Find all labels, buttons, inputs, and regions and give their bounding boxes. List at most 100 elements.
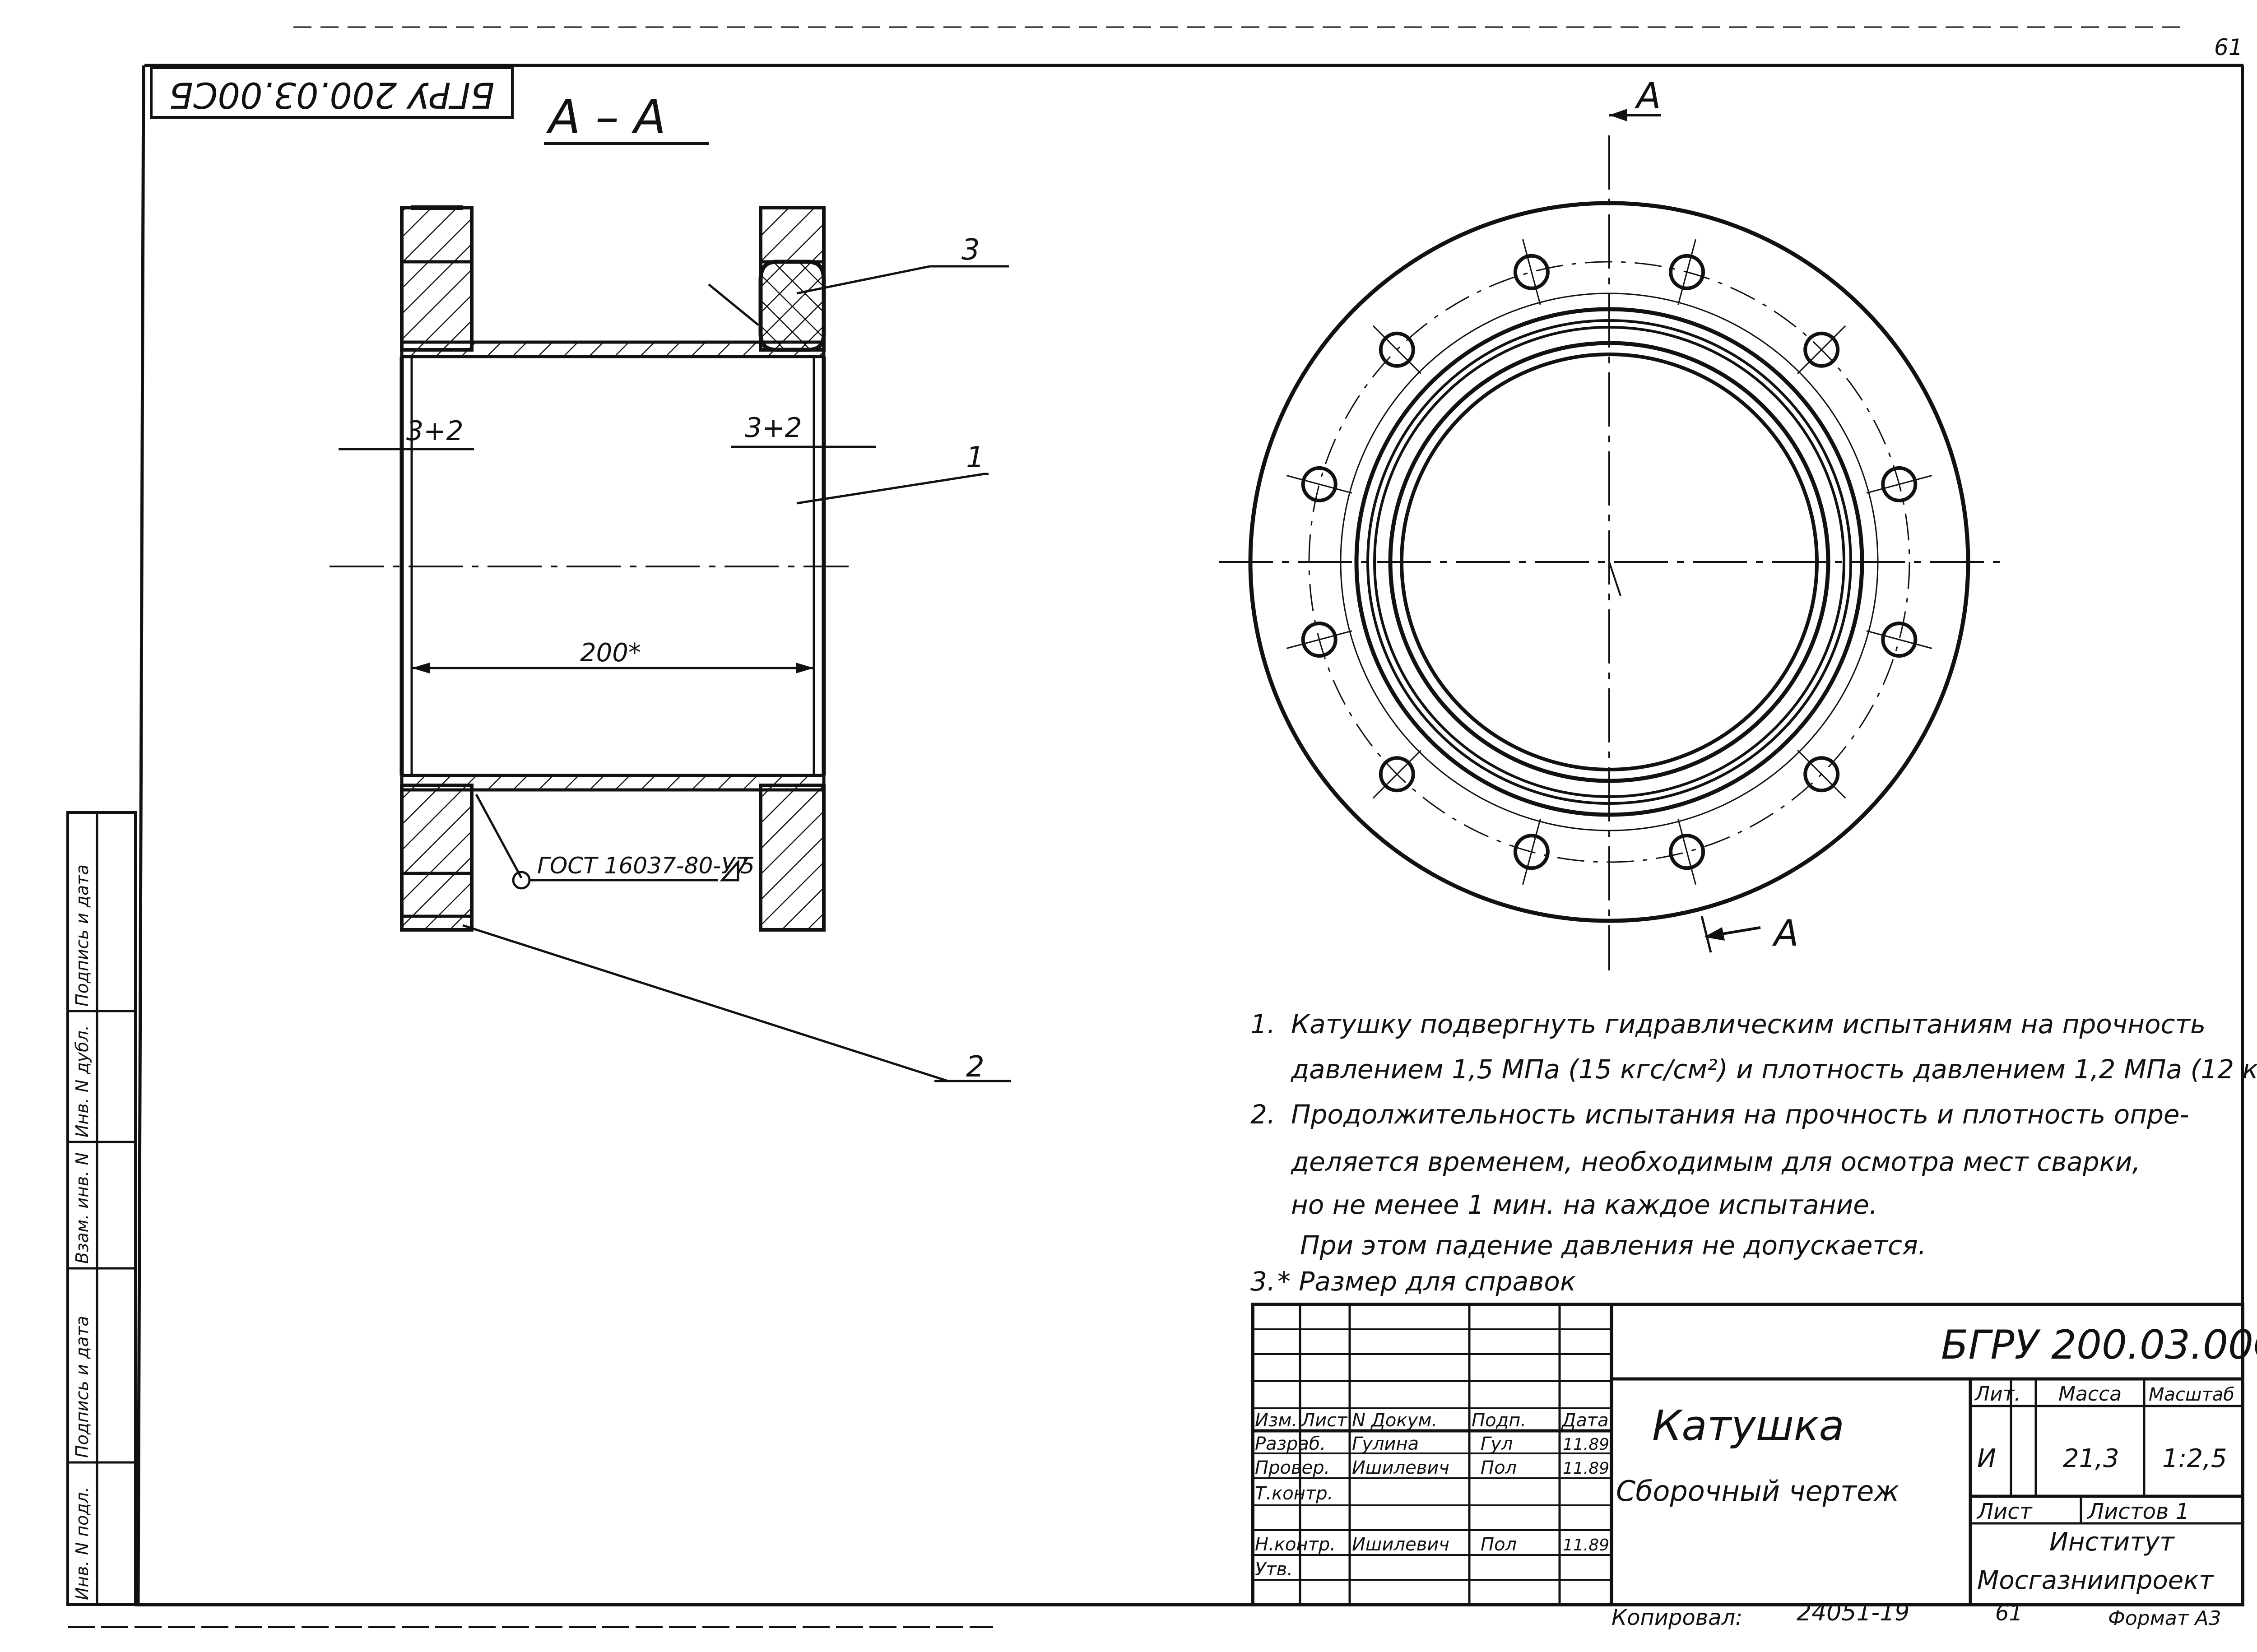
rotated-code-box: БГРУ 200.03.00СБ [150,66,514,119]
title-block [1251,1303,2244,1606]
role-3-name: Ишилевич [1352,1534,1449,1555]
note-2-line-1: Продолжительность испытания на прочность… [1291,1099,2189,1130]
note-1-line-1: Катушку подвергнуть гидравлическим испыт… [1291,1009,2206,1039]
header-ndoc: N Докум. [1352,1410,1437,1431]
header-podp: Подп. [1472,1410,1526,1431]
bolt-hole-centerline [1286,630,1352,649]
front-view [1219,109,2000,970]
flange-top-left [400,206,474,352]
role-4: Утв. [1255,1559,1293,1580]
gap-dimension-right: 3+2 [745,412,802,444]
role-1-date: 11.89 [1563,1459,1609,1478]
role-1: Провер. [1255,1457,1330,1478]
mass-label: Масса [2058,1383,2122,1406]
gap-dimension-left: 3+2 [406,415,464,447]
weld-leg: 5 [740,853,755,879]
note-2-line-3: но не менее 1 мин. на каждое испытание. [1291,1189,1878,1220]
bolt-hole [1803,331,1840,368]
role-0-sign: Гул [1481,1434,1513,1454]
header-list: Лист [1300,1410,1348,1431]
bolt-hole [1803,756,1840,793]
section-marker-bottom: А [1772,912,1799,954]
pipe-wall-bottom [400,774,826,792]
length-dimension: 200* [580,638,641,668]
role-3: Н.контр. [1255,1534,1336,1555]
callout-1: 1 [966,441,985,474]
bolt-hole [1881,622,1918,658]
header-date: Дата [1561,1410,1609,1431]
side-stamp-inv-podl: Инв. N подл. [72,1487,92,1600]
copied-by: Копировал: [1611,1605,1742,1630]
bolt-hole-centerline [1372,750,1421,799]
title-drawing-type: Сборочный чертеж [1616,1475,1899,1508]
lit-label: Лит. [1974,1383,2020,1406]
page-number: 61 [2214,34,2243,60]
section-marker-top: А [1634,75,1661,117]
side-stamp-dubl: Инв. N дубл. [72,1025,92,1137]
role-1-name: Ишилевич [1352,1457,1449,1478]
note-2-line-4: При этом падение давления не допускается… [1300,1230,1927,1261]
org-line-2: Мосгазниипроект [1977,1566,2214,1595]
scale-label: Масштаб [2149,1384,2234,1405]
org-line-1: Институт [2049,1527,2175,1557]
note-2-number: 2. [1250,1099,1276,1130]
bolt-hole-centerline [1522,239,1541,305]
role-0-name: Гулина [1352,1434,1419,1454]
bolt-hole-centerline [1522,819,1541,885]
paper-format: Формат А3 [2108,1607,2221,1630]
bolt-hole-centerline [1677,819,1696,885]
bolt-hole [1513,254,1550,290]
bolt-hole [1379,756,1415,793]
role-3-date: 11.89 [1563,1536,1609,1555]
rotated-document-code: БГРУ 200.03.00СБ [169,74,494,115]
pipe-wall-top [400,340,826,358]
note-3-number: 3. [1250,1266,1276,1297]
role-2: Т.контр. [1255,1483,1333,1504]
bolt-hole-centerline [1372,325,1421,374]
note-1-line-2: давлением 1,5 МПа (15 кгс/см²) и плотнос… [1291,1054,2257,1085]
bolt-hole-centerline [1866,630,1932,649]
title-part-name: Катушка [1652,1401,1844,1450]
archive-ref: 24051-19 [1797,1599,1909,1626]
bolt-hole-centerline [1797,750,1846,799]
note-3-line-1: * Размер для справок [1277,1266,1576,1297]
weld-standard: ГОСТ 16037-80-У7 [537,853,749,879]
section-label: А – А [546,89,666,144]
mass-value: 21,3 [2063,1444,2119,1473]
role-3-sign: Пол [1481,1534,1517,1555]
callout-3: 3 [961,233,980,267]
title-block-text: БГРУ 200.03.00СБ Катушка Сборочный черте… [1255,1322,2257,1595]
side-stamp-sign-2: Подпись и дата [72,864,92,1007]
scale-value: 1:2,5 [2162,1444,2227,1473]
bolt-hole [1881,466,1918,502]
bolt-hole-centerline [1286,475,1352,494]
lit-value: И [1977,1444,1996,1473]
title-document-code: БГРУ 200.03.00СБ [1941,1322,2257,1368]
side-stamp-vzam: Взам. инв. N [72,1152,92,1264]
note-2-line-2: деляется временем, необходимым для осмот… [1291,1146,2141,1177]
bolt-hole [1379,331,1415,368]
flange-bottom-left [400,784,474,932]
side-stamp-sign-1: Подпись и дата [72,1316,92,1458]
bolt-holes [1286,239,1932,885]
sheet-frame [68,26,2244,1628]
bolt-hole-centerline [1866,475,1932,494]
flange-bottom-right [759,784,826,932]
bolt-hole-centerline [1677,239,1696,305]
bolt-hole [1669,834,1705,870]
gasket-ring [758,260,826,352]
callout-2: 2 [966,1050,985,1084]
sheet-label: Лист [1976,1499,2033,1524]
section-view [330,205,1011,1082]
sheets-label: Листов 1 [2087,1499,2189,1524]
side-stamp [66,811,137,1606]
role-0-date: 11.89 [1563,1435,1609,1454]
bottom-page: 61 [1995,1601,2023,1626]
role-0: Разраб. [1255,1434,1326,1454]
note-1-number: 1. [1250,1009,1276,1039]
bolt-hole [1513,834,1550,870]
bolt-hole-centerline [1797,325,1846,374]
role-1-sign: Пол [1481,1457,1517,1478]
bolt-hole [1301,622,1337,658]
